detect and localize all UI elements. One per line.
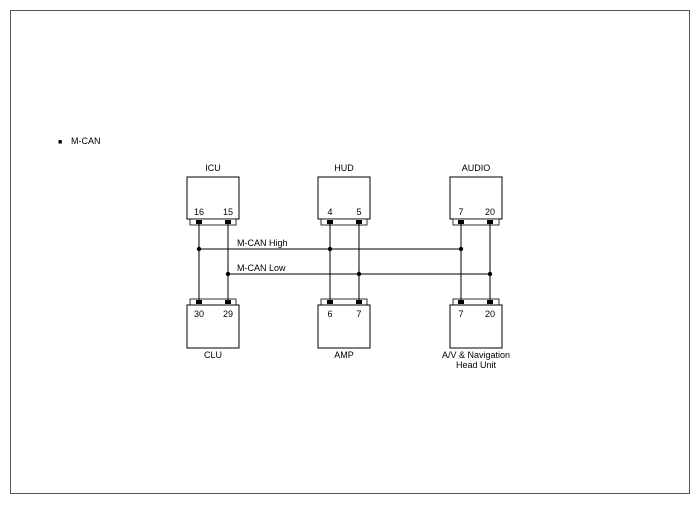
av-head-unit-pin-label-1: 7 [458, 309, 463, 319]
clu-pin-30 [196, 300, 202, 304]
av-head-unit-pin-20 [487, 300, 493, 304]
av-head-unit-box [449, 304, 503, 349]
section-bullet: ■ [58, 139, 62, 146]
clu-pin-label-1: 30 [194, 309, 204, 319]
audio-connector [452, 218, 500, 226]
amp-pin-7 [356, 300, 362, 304]
bus-high-label: M-CAN High [237, 238, 288, 248]
amp-label: AMP [334, 350, 354, 360]
section-title: M-CAN [71, 136, 101, 146]
amp-pin-label-1: 6 [327, 309, 332, 319]
icu-pin-15 [225, 220, 231, 224]
av-head-unit-label-line2: Head Unit [456, 360, 497, 370]
icu-box [186, 176, 240, 220]
icu-connector [189, 218, 237, 226]
diagram-frame [10, 10, 690, 494]
audio-pin-label-1: 7 [458, 207, 463, 217]
audio-pin-label-2: 20 [485, 207, 495, 217]
amp-pin-6 [327, 300, 333, 304]
module-av-head-unit: 7 20 A/V & Navigation Head Unit [442, 298, 510, 370]
hud-box [317, 176, 371, 220]
amp-box [317, 304, 371, 349]
icu-pin-16 [196, 220, 202, 224]
hud-label: HUD [334, 163, 354, 173]
av-head-unit-pin-7 [458, 300, 464, 304]
junction-low-audio [487, 271, 493, 277]
av-head-unit-pin-label-2: 20 [485, 309, 495, 319]
icu-label: ICU [205, 163, 221, 173]
clu-pin-29 [225, 300, 231, 304]
module-hud: HUD 4 5 [317, 163, 371, 226]
junction-low-icu [225, 271, 231, 277]
audio-pin-20 [487, 220, 493, 224]
audio-pin-7 [458, 220, 464, 224]
hud-connector [320, 218, 368, 226]
hud-pin-4 [327, 220, 333, 224]
hud-pin-label-2: 5 [356, 207, 361, 217]
module-clu: 30 29 CLU [186, 298, 240, 360]
icu-pin-label-1: 16 [194, 207, 204, 217]
junction-low-hud [356, 271, 362, 277]
amp-pin-label-2: 7 [356, 309, 361, 319]
clu-label: CLU [204, 350, 222, 360]
junction-high-audio [458, 246, 464, 252]
module-amp: 6 7 AMP [317, 298, 371, 360]
icu-pin-label-2: 15 [223, 207, 233, 217]
clu-pin-label-2: 29 [223, 309, 233, 319]
clu-box [186, 304, 240, 349]
module-icu: ICU 16 15 [186, 163, 240, 226]
hud-pin-5 [356, 220, 362, 224]
audio-label: AUDIO [462, 163, 491, 173]
bus-low-label: M-CAN Low [237, 263, 286, 273]
junction-high-icu [196, 246, 202, 252]
module-audio: AUDIO 7 20 [449, 163, 503, 226]
audio-box [449, 176, 503, 220]
junction-high-hud [327, 246, 333, 252]
hud-pin-label-1: 4 [327, 207, 332, 217]
av-head-unit-label-line1: A/V & Navigation [442, 350, 510, 360]
